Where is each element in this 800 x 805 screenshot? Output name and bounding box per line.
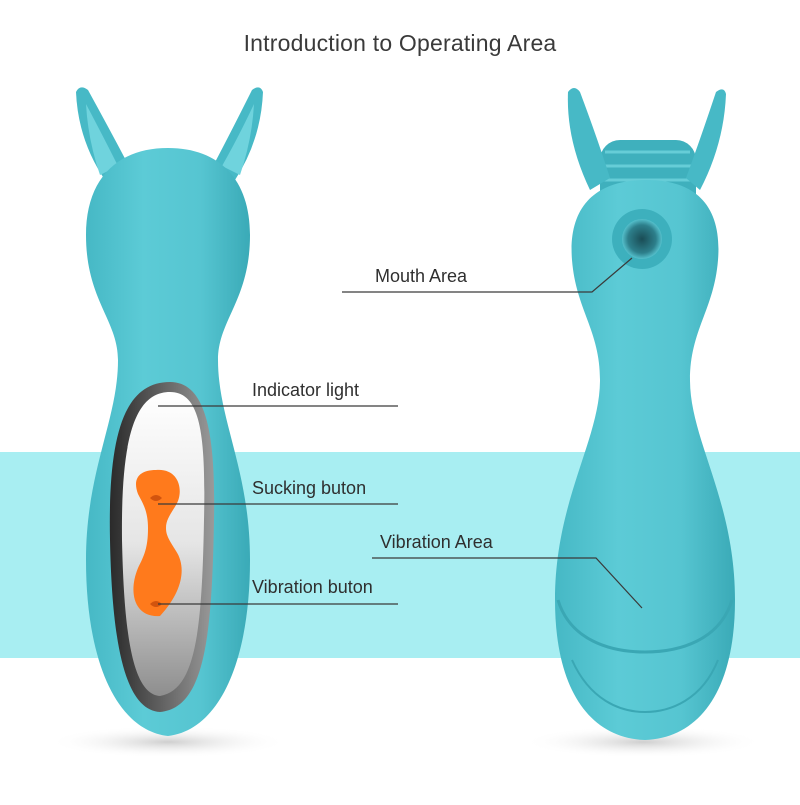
lips-icon xyxy=(150,601,162,607)
left-device-shadow xyxy=(48,726,288,758)
page-title: Introduction to Operating Area xyxy=(243,30,557,56)
right-device-shadow xyxy=(523,726,763,758)
sucking-button-label: Sucking buton xyxy=(252,478,367,498)
device-front-view xyxy=(76,87,263,736)
vibration-area-label: Vibration Area xyxy=(380,532,493,552)
vibration-button-label: Vibration buton xyxy=(252,577,373,597)
lips-icon xyxy=(150,495,162,501)
indicator-light-label: Indicator light xyxy=(252,380,360,400)
leader-lines xyxy=(158,257,643,609)
device-back-view xyxy=(555,88,735,740)
mouth-area-label: Mouth Area xyxy=(375,266,468,286)
mouth-opening xyxy=(622,219,662,259)
control-buttons xyxy=(133,469,182,617)
